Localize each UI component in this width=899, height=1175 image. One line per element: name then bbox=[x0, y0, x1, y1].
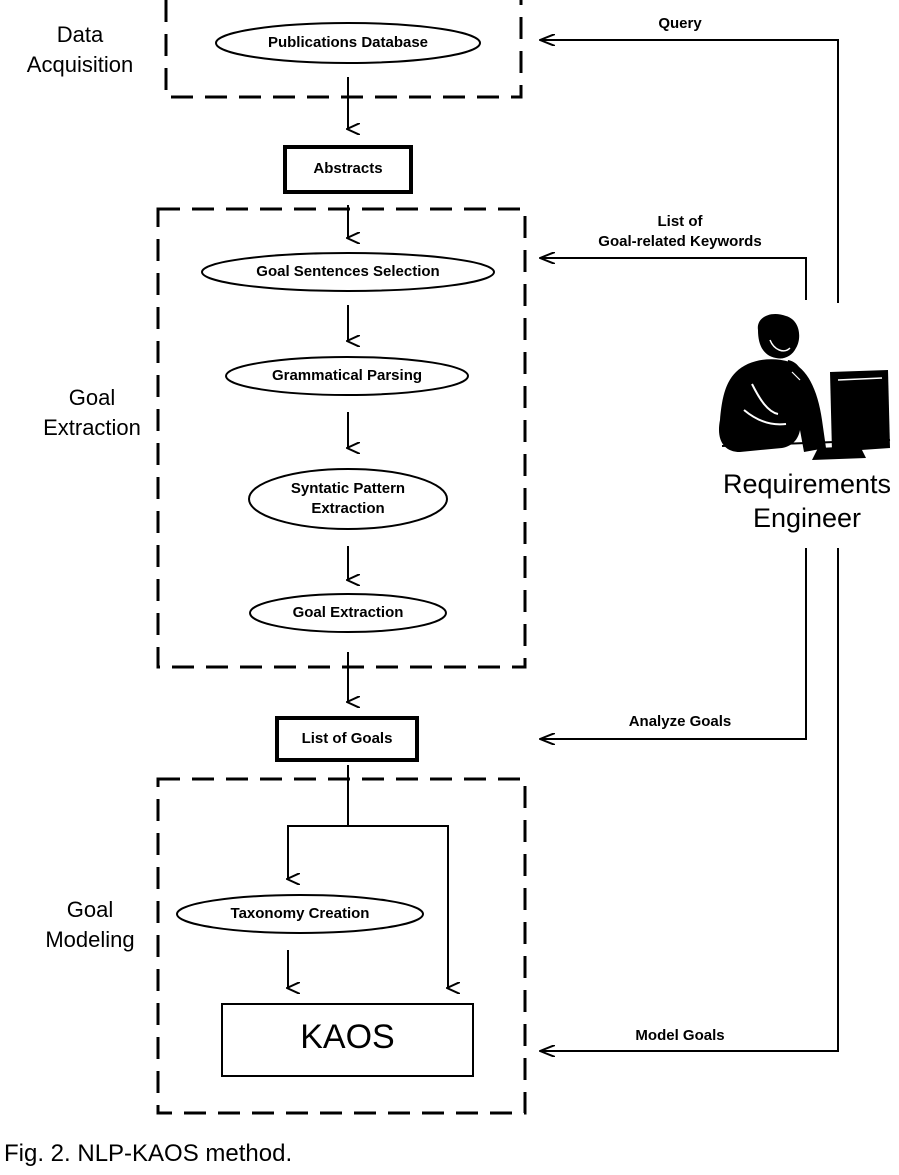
node-publications-database: Publications Database bbox=[267, 34, 429, 51]
actor-label: Requirements Engineer bbox=[712, 467, 899, 535]
taxonomy-creation-ellipse bbox=[176, 894, 424, 934]
query-line bbox=[540, 40, 839, 303]
figure-caption: Fig. 2. NLP-KAOS method. bbox=[4, 1140, 293, 1167]
node-goal-extraction: Goal Extraction bbox=[292, 604, 404, 621]
model-goals-line bbox=[540, 548, 839, 1051]
node-syntatic-pattern-extraction: Syntatic Pattern Extraction bbox=[249, 479, 447, 519]
goal-extraction-ellipse bbox=[249, 593, 447, 633]
kaos-rect bbox=[221, 1003, 474, 1077]
arrow-list-to-taxonomy bbox=[288, 765, 349, 879]
flow-label-line: Goal-related Keywords bbox=[598, 233, 762, 250]
publications-database-ellipse bbox=[215, 22, 481, 64]
goal-extraction-box bbox=[156, 207, 527, 669]
actor-label-line: Requirements bbox=[722, 469, 892, 499]
stage-label-line: Extraction bbox=[43, 415, 141, 440]
node-kaos: KAOS bbox=[300, 1018, 395, 1056]
stage-label-goal-modeling: Goal Modeling bbox=[15, 895, 165, 955]
data-acquisition-box bbox=[164, 0, 523, 99]
node-taxonomy-creation: Taxonomy Creation bbox=[230, 905, 370, 922]
goal-modeling-box bbox=[156, 777, 527, 1115]
flow-label-model-goals: Model Goals bbox=[635, 1027, 725, 1044]
flow-label-analyze-goals: Analyze Goals bbox=[628, 713, 732, 730]
syntatic-pattern-extraction-ellipse bbox=[248, 468, 448, 530]
node-line: Extraction bbox=[311, 500, 385, 517]
arrow-list-to-kaos bbox=[348, 825, 448, 988]
stage-label-line: Goal bbox=[66, 897, 114, 922]
node-grammatical-parsing: Grammatical Parsing bbox=[271, 367, 423, 384]
actor-label-line: Engineer bbox=[752, 503, 862, 533]
node-line: Syntatic Pattern bbox=[290, 480, 406, 497]
node-list-of-goals: List of Goals bbox=[301, 730, 393, 747]
stage-label-data-acquisition: Data Acquisition bbox=[5, 20, 155, 80]
flow-label-query: Query bbox=[658, 15, 702, 32]
node-goal-sentences-selection: Goal Sentences Selection bbox=[256, 263, 440, 280]
flow-label-keywords: List of Goal-related Keywords bbox=[570, 212, 790, 252]
abstracts-rect bbox=[283, 145, 413, 194]
keywords-line bbox=[540, 258, 807, 300]
list-of-goals-rect bbox=[275, 716, 419, 762]
stage-label-line: Modeling bbox=[45, 927, 135, 952]
analyze-goals-line bbox=[540, 548, 807, 739]
stage-label-goal-extraction: Goal Extraction bbox=[17, 383, 167, 443]
goal-sentences-selection-ellipse bbox=[201, 252, 495, 292]
node-abstracts: Abstracts bbox=[313, 160, 383, 177]
stage-label-line: Goal bbox=[68, 385, 116, 410]
stage-label-line: Acquisition bbox=[26, 52, 134, 77]
flow-label-line: List of bbox=[657, 213, 703, 230]
requirements-engineer-icon bbox=[718, 313, 891, 460]
stage-label-line: Data bbox=[56, 22, 104, 47]
grammatical-parsing-ellipse bbox=[225, 356, 469, 396]
